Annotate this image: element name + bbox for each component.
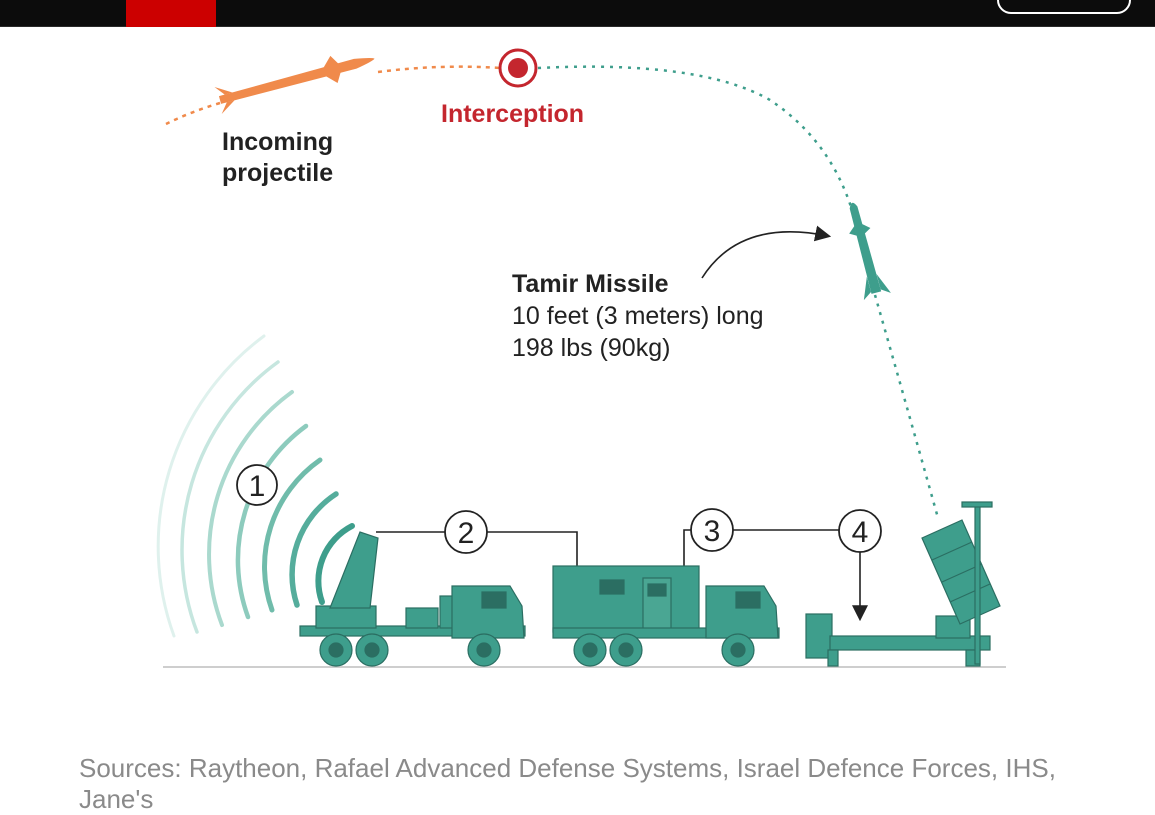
incoming-projectile-label: Incoming projectile (222, 127, 392, 189)
incoming-trajectory-front (377, 65, 501, 74)
tamir-weight: 198 lbs (90kg) (512, 334, 671, 362)
top-navigation-bar (0, 0, 1155, 27)
tamir-missile-label: Tamir Missile 10 feet (3 meters) long 19… (512, 268, 764, 364)
incoming-line-2: projectile (222, 159, 334, 187)
radar-waves (156, 334, 355, 638)
step-3-marker: 3 (690, 508, 734, 552)
interception-label: Interception (441, 100, 585, 128)
radar-truck-icon (299, 531, 526, 667)
interceptor-trajectory (537, 65, 940, 519)
missile-launcher-icon (805, 501, 1001, 667)
tamir-length: 10 feet (3 meters) long (512, 302, 764, 330)
tamir-title: Tamir Missile (512, 270, 669, 298)
incoming-projectile-icon (214, 55, 375, 115)
step-number: 2 (458, 517, 475, 550)
step-4-marker: 4 (838, 509, 882, 553)
active-nav-tab[interactable] (126, 0, 216, 27)
step-number: 3 (704, 515, 721, 548)
sources-caption: Sources: Raytheon, Rafael Advanced Defen… (79, 753, 1056, 814)
tamir-missile-icon (849, 202, 891, 301)
incoming-trajectory (165, 101, 221, 126)
interception-marker-icon (498, 48, 538, 88)
step-number: 1 (249, 470, 266, 503)
missile-pointer-arrow (701, 225, 832, 279)
control-truck-icon (552, 565, 780, 667)
step-2-marker: 2 (444, 510, 488, 554)
incoming-line-1: Incoming (222, 128, 334, 156)
step-1-marker: 1 (236, 464, 278, 506)
step-number: 4 (852, 516, 869, 549)
